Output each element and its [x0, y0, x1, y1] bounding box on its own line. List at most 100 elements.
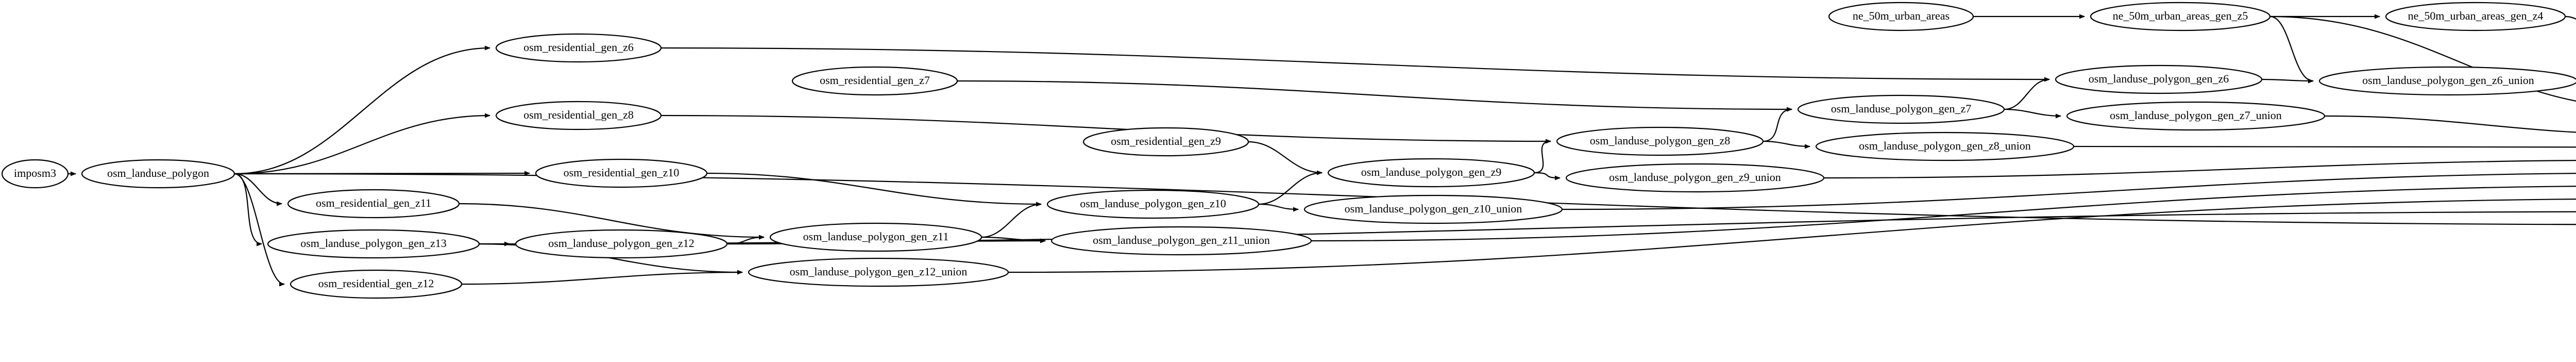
node-osm_landuse_polygon_gen_z10[interactable]: osm_landuse_polygon_gen_z10 [1046, 189, 1260, 219]
node-osm_residential_gen_z8[interactable]: osm_residential_gen_z8 [495, 101, 662, 130]
node-osm_landuse_polygon_gen_z7[interactable]: osm_landuse_polygon_gen_z7 [1797, 94, 2005, 124]
edge-layer [67, 14, 2576, 287]
node-label: osm_landuse_polygon_gen_z8 [1590, 134, 1731, 147]
node-ne_50m_urban_areas_gen_z4[interactable]: ne_50m_urban_areas_gen_z4 [2385, 2, 2566, 31]
edge-osm_landuse_polygon-to-osm_residential_gen_z8 [234, 113, 490, 175]
edge-osm_landuse_polygon_gen_z11_union-to-layer_landuse-z11 [1311, 186, 2576, 242]
edge-ne_50m_urban_areas_gen_z5-to-osm_landuse_polygon_gen_z6_union [2269, 15, 2314, 84]
edge-osm_residential_gen_z11-to-osm_landuse_polygon_gen_z11 [459, 203, 765, 240]
node-label: osm_landuse_polygon_gen_z10_union [1345, 202, 1522, 215]
node-osm_residential_gen_z7[interactable]: osm_residential_gen_z7 [791, 66, 958, 96]
edge-osm_landuse_polygon_gen_z11-to-osm_landuse_polygon_gen_z11_union [981, 236, 1046, 243]
node-ellipse [290, 269, 463, 299]
node-osm_landuse_polygon_gen_z6_union[interactable]: osm_landuse_polygon_gen_z6_union [2318, 66, 2576, 96]
node-ellipse [1815, 131, 2075, 161]
node-ellipse [1565, 163, 1825, 193]
node-osm_landuse_polygon_gen_z8[interactable]: osm_landuse_polygon_gen_z8 [1556, 126, 1764, 156]
node-label: ne_50m_urban_areas [1853, 9, 1950, 22]
node-ellipse [1828, 2, 1974, 31]
node-ellipse [2055, 64, 2263, 94]
node-ellipse [2066, 101, 2326, 131]
node-label: imposm3 [14, 167, 56, 179]
node-label: osm_residential_gen_z10 [564, 166, 680, 179]
node-ellipse [287, 189, 460, 219]
edge-osm_landuse_polygon-to-osm_landuse_polygon_gen_z13 [234, 173, 262, 246]
node-label: osm_residential_gen_z6 [523, 41, 634, 54]
edge-osm_landuse_polygon_gen_z8-to-osm_landuse_polygon_gen_z7 [1762, 107, 1792, 142]
node-label: osm_landuse_polygon [107, 167, 209, 179]
edge-osm_residential_gen_z10-to-osm_landuse_polygon_gen_z10 [706, 172, 1042, 207]
edge-osm_residential_gen_z12-to-osm_landuse_polygon_gen_z12_union [461, 270, 743, 285]
edge-osm_landuse_polygon_gen_z10-to-osm_landuse_polygon_gen_z9 [1258, 170, 1323, 205]
edge-osm_landuse_polygon_gen_z9-to-osm_landuse_polygon_gen_z9_union [1534, 172, 1561, 180]
node-label: osm_landuse_polygon_gen_z7 [1831, 102, 1972, 115]
node-label: osm_landuse_polygon_gen_z9 [1361, 166, 1502, 178]
node-osm_residential_gen_z10[interactable]: osm_residential_gen_z10 [535, 158, 708, 188]
node-osm_landuse_polygon_gen_z9_union[interactable]: osm_landuse_polygon_gen_z9_union [1565, 163, 1825, 193]
node-ellipse [2318, 66, 2576, 96]
node-osm_residential_gen_z6[interactable]: osm_residential_gen_z6 [495, 33, 662, 63]
node-osm_residential_gen_z11[interactable]: osm_residential_gen_z11 [287, 189, 460, 219]
node-osm_landuse_polygon_gen_z12[interactable]: osm_landuse_polygon_gen_z12 [515, 229, 728, 259]
node-osm_landuse_polygon_gen_z10_union[interactable]: osm_landuse_polygon_gen_z10_union [1303, 194, 1563, 224]
node-label: osm_landuse_polygon_gen_z11 [803, 230, 949, 243]
edge-osm_landuse_polygon_gen_z7-to-osm_landuse_polygon_gen_z7_union [2004, 108, 2061, 119]
node-osm_landuse_polygon_gen_z11_union[interactable]: osm_landuse_polygon_gen_z11_union [1050, 226, 1312, 256]
node-osm_landuse_polygon_gen_z13[interactable]: osm_landuse_polygon_gen_z13 [267, 229, 480, 259]
node-ellipse [791, 66, 958, 96]
node-label: osm_landuse_polygon_gen_z6 [2089, 72, 2229, 85]
node-ellipse [1303, 194, 1563, 224]
node-osm_landuse_polygon_gen_z12_union[interactable]: osm_landuse_polygon_gen_z12_union [748, 257, 1009, 287]
node-osm_residential_gen_z9[interactable]: osm_residential_gen_z9 [1082, 127, 1249, 157]
edge-osm_landuse_polygon_gen_z7_union-to-layer_landuse-z7 [2324, 115, 2576, 133]
node-ellipse [769, 222, 982, 252]
node-ellipse [1082, 127, 1249, 157]
node-osm_landuse_polygon_gen_z8_union[interactable]: osm_landuse_polygon_gen_z8_union [1815, 131, 2075, 161]
node-label: ne_50m_urban_areas_gen_z5 [2113, 9, 2248, 22]
edge-osm_landuse_polygon_gen_z12_union-to-layer_landuse-z12 [1008, 199, 2576, 273]
node-label: osm_landuse_polygon_gen_z7_union [2110, 109, 2282, 122]
edge-osm_landuse_polygon_gen_z7-to-osm_landuse_polygon_gen_z6 [2004, 77, 2050, 110]
edge-ne_50m_urban_areas_gen_z5-to-layer_landuse-z5 [2269, 15, 2576, 102]
node-imposm3[interactable]: imposm3 [1, 159, 69, 189]
node-ellipse [2385, 2, 2566, 31]
node-label: osm_residential_gen_z7 [820, 74, 930, 87]
node-label: osm_landuse_polygon_gen_z10 [1080, 197, 1226, 210]
node-ellipse [1, 159, 69, 189]
edge-osm_landuse_polygon_gen_z11-to-osm_landuse_polygon_gen_z10 [981, 202, 1042, 238]
node-osm_landuse_polygon_gen_z9[interactable]: osm_landuse_polygon_gen_z9 [1327, 158, 1535, 188]
node-osm_landuse_polygon_gen_z11[interactable]: osm_landuse_polygon_gen_z11 [769, 222, 982, 252]
node-ellipse [515, 229, 728, 259]
node-label: osm_landuse_polygon_gen_z12 [548, 237, 694, 250]
node-ellipse [495, 101, 662, 130]
node-ne_50m_urban_areas_gen_z5[interactable]: ne_50m_urban_areas_gen_z5 [2090, 2, 2271, 31]
node-label: osm_landuse_polygon_gen_z8_union [1859, 139, 2031, 152]
edge-osm_landuse_polygon_gen_z10-to-osm_landuse_polygon_gen_z10_union [1258, 203, 1299, 212]
edge-osm_landuse_polygon_gen_z9-to-osm_landuse_polygon_gen_z8 [1534, 139, 1551, 174]
edge-osm_residential_gen_z7-to-osm_landuse_polygon_gen_z7 [957, 80, 1792, 112]
node-label: osm_residential_gen_z8 [523, 108, 634, 121]
node-label: osm_landuse_polygon_gen_z12_union [790, 265, 968, 278]
edge-osm_landuse_polygon_gen_z6-to-osm_landuse_polygon_gen_z6_union [2261, 78, 2314, 84]
node-label: osm_landuse_polygon_gen_z9_union [1609, 171, 1781, 184]
node-osm_landuse_polygon_gen_z6[interactable]: osm_landuse_polygon_gen_z6 [2055, 64, 2263, 94]
node-label: osm_residential_gen_z12 [318, 277, 434, 290]
node-osm_landuse_polygon[interactable]: osm_landuse_polygon [81, 159, 235, 189]
node-ellipse [1050, 226, 1312, 256]
node-label: osm_landuse_polygon_gen_z6_union [2362, 74, 2534, 87]
node-ellipse [535, 158, 708, 188]
node-ellipse [495, 33, 662, 63]
node-ellipse [81, 159, 235, 189]
node-osm_landuse_polygon_gen_z7_union[interactable]: osm_landuse_polygon_gen_z7_union [2066, 101, 2326, 131]
edge-osm_landuse_polygon_gen_z9_union-to-layer_landuse-z9 [1823, 159, 2576, 179]
node-ellipse [1797, 94, 2005, 124]
node-label: osm_residential_gen_z9 [1111, 135, 1221, 147]
node-ne_50m_urban_areas[interactable]: ne_50m_urban_areas [1828, 2, 1974, 31]
edge-osm_residential_gen_z9-to-osm_landuse_polygon_gen_z9 [1248, 141, 1323, 175]
node-label: osm_landuse_polygon_gen_z11_union [1093, 234, 1270, 246]
node-label: osm_landuse_polygon_gen_z13 [300, 237, 447, 250]
edge-osm_residential_gen_z6-to-osm_landuse_polygon_gen_z6 [660, 47, 2050, 82]
node-osm_residential_gen_z12[interactable]: osm_residential_gen_z12 [290, 269, 463, 299]
